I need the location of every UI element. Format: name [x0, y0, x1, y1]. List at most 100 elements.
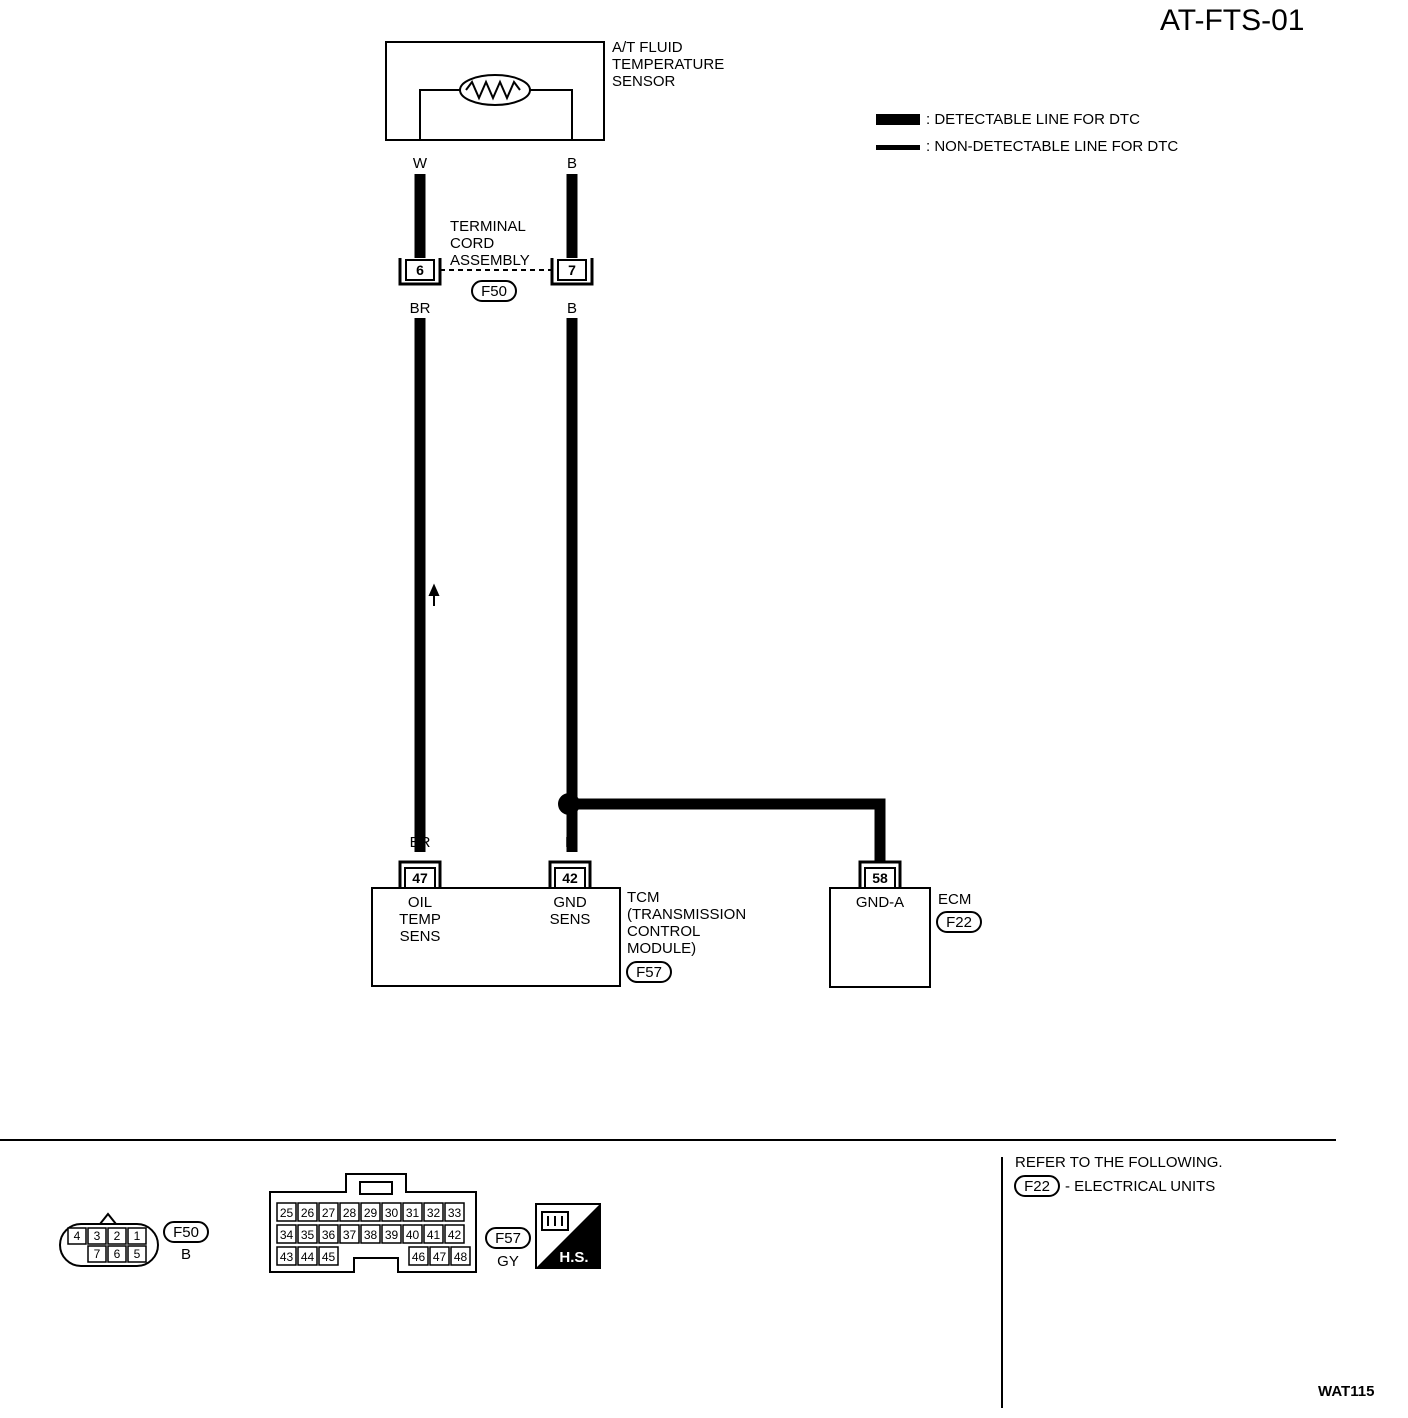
connector-pin-cell: [450, 1246, 471, 1266]
connector-pin-cell: [127, 1245, 147, 1263]
fluid-temp-sensor: A/T FLUID TEMPERATURE SENSOR: [385, 39, 724, 141]
tcm-pin47-housing: [398, 860, 442, 888]
connector-pin-cell: [444, 1202, 465, 1222]
connector-pin-number: 7: [94, 1247, 101, 1261]
hs-black-triangle: [536, 1204, 600, 1268]
tcm-label-1: TCM: [627, 889, 660, 906]
ecm-label: ECM: [938, 891, 971, 908]
connector-pin-number: 1: [134, 1229, 141, 1243]
connector-pin-number: 35: [301, 1228, 315, 1242]
connector-pin-number: 45: [322, 1250, 336, 1264]
connector-pin-number: 42: [448, 1228, 462, 1242]
connector-pin-cell: [402, 1224, 423, 1244]
wire-color-b-bottom: B: [565, 834, 575, 851]
ecm-pin-label: GND-A: [856, 894, 904, 911]
connector-pin-cell: [107, 1245, 127, 1263]
connector-pin-number: 32: [427, 1206, 441, 1220]
tcm-pin42-box: [554, 867, 586, 889]
connector-pin-number: 46: [412, 1250, 426, 1264]
hs-connector-glyph-icon: [541, 1211, 569, 1231]
f50-face-key-icon: [99, 1212, 117, 1225]
connector-pin-number: 30: [385, 1206, 399, 1220]
sensor-label-2: TEMPERATURE: [612, 56, 724, 73]
hs-label: H.S.: [559, 1249, 588, 1266]
connector-pin-number: 27: [322, 1206, 336, 1220]
tcm-pin47-number: 47: [412, 870, 428, 886]
refer-section: REFER TO THE FOLLOWING. F22 - ELECTRICAL…: [1014, 1154, 1223, 1197]
tcm-label-2: (TRANSMISSION: [627, 906, 746, 923]
connector-pin-cell: [381, 1224, 402, 1244]
ecm-pin58-box: [864, 867, 896, 889]
f50-face-connector-label: F50: [173, 1224, 199, 1241]
tcm-oil-label-2: TEMP: [399, 911, 441, 928]
connector-pin-number: 37: [343, 1228, 357, 1242]
refer-connector-oval: [1014, 1175, 1060, 1197]
legend-non-detectable-label: : NON-DETECTABLE LINE FOR DTC: [926, 138, 1178, 155]
tcm-pin47-box: [404, 867, 436, 889]
tcm-pin42-number: 42: [562, 870, 578, 886]
tcm-label-3: CONTROL: [627, 923, 700, 940]
sensor-label-3: SENSOR: [612, 73, 676, 90]
connector-pin-cell: [402, 1202, 423, 1222]
page-code: AT-FTS-01: [1160, 4, 1304, 37]
connector-pin-number: 6: [114, 1247, 121, 1261]
connector-pin-cell: [360, 1202, 381, 1222]
connector-pin-cell: [408, 1246, 429, 1266]
connector-pin-cell: [423, 1224, 444, 1244]
f57-face-latch-icon: [359, 1181, 393, 1195]
wire-color-w: W: [413, 155, 428, 172]
f50-face-color: B: [181, 1246, 191, 1263]
f50-pin7-number: 7: [568, 262, 576, 278]
connector-pin-cell: [276, 1224, 297, 1244]
f50-pin6-box: [405, 259, 435, 281]
connector-pin-number: 38: [364, 1228, 378, 1242]
f50-face-connector-oval: [163, 1221, 209, 1243]
f50-connector-label: F50: [481, 283, 507, 300]
f50-face-outline: [59, 1223, 159, 1267]
connector-pin-cell: [276, 1202, 297, 1222]
connector-pin-cell: [318, 1246, 339, 1266]
f57-face-connector-label: F57: [495, 1230, 521, 1247]
tcm-pin42-housing: [548, 860, 592, 888]
connector-pin-cell: [297, 1246, 318, 1266]
terminal-cord-label-1: TERMINAL: [450, 218, 526, 235]
ecm-pin58-number: 58: [872, 870, 888, 886]
connector-pin-cell: [67, 1227, 87, 1245]
connector-pin-number: 36: [322, 1228, 336, 1242]
connector-pin-number: 39: [385, 1228, 399, 1242]
connector-pin-cell: [297, 1224, 318, 1244]
connector-pin-number: 47: [433, 1250, 447, 1264]
refer-heading: REFER TO THE FOLLOWING.: [1015, 1154, 1223, 1171]
harness-side-icon: H.S.: [535, 1203, 601, 1269]
connector-pin-number: 48: [454, 1250, 468, 1264]
tcm-gnd-label-2: SENS: [550, 911, 591, 928]
ecm-connector-oval: [936, 911, 982, 933]
connector-pin-cell: [297, 1202, 318, 1222]
connector-pin-number: 40: [406, 1228, 420, 1242]
f57-face-color: GY: [497, 1253, 519, 1270]
f50-pin7-box: [557, 259, 587, 281]
sensor-label-1: A/T FLUID: [612, 39, 683, 56]
detectable-wires: [414, 174, 886, 852]
legend-detectable-swatch: [876, 114, 920, 125]
tcm-label-4: MODULE): [627, 940, 696, 957]
connector-pin-number: 33: [448, 1206, 462, 1220]
connector-pin-cell: [318, 1224, 339, 1244]
legend-non-detectable-swatch: [876, 145, 920, 150]
tcm-oil-label-3: SENS: [400, 928, 441, 945]
resistor-zigzag-icon: [465, 79, 521, 101]
connector-pin-number: 5: [134, 1247, 141, 1261]
connector-pin-number: 43: [280, 1250, 294, 1264]
connector-pin-number: 31: [406, 1206, 420, 1220]
f50-connector-oval: [471, 280, 517, 302]
connector-pin-cell: [276, 1246, 297, 1266]
legend-detectable-label: : DETECTABLE LINE FOR DTC: [926, 111, 1140, 128]
wire-color-b-mid: B: [567, 300, 577, 317]
tcm-oil-label-1: OIL: [408, 894, 432, 911]
connector-pin-cell: [318, 1202, 339, 1222]
f50-pin6-number: 6: [416, 262, 424, 278]
connector-pin-number: 3: [94, 1229, 101, 1243]
